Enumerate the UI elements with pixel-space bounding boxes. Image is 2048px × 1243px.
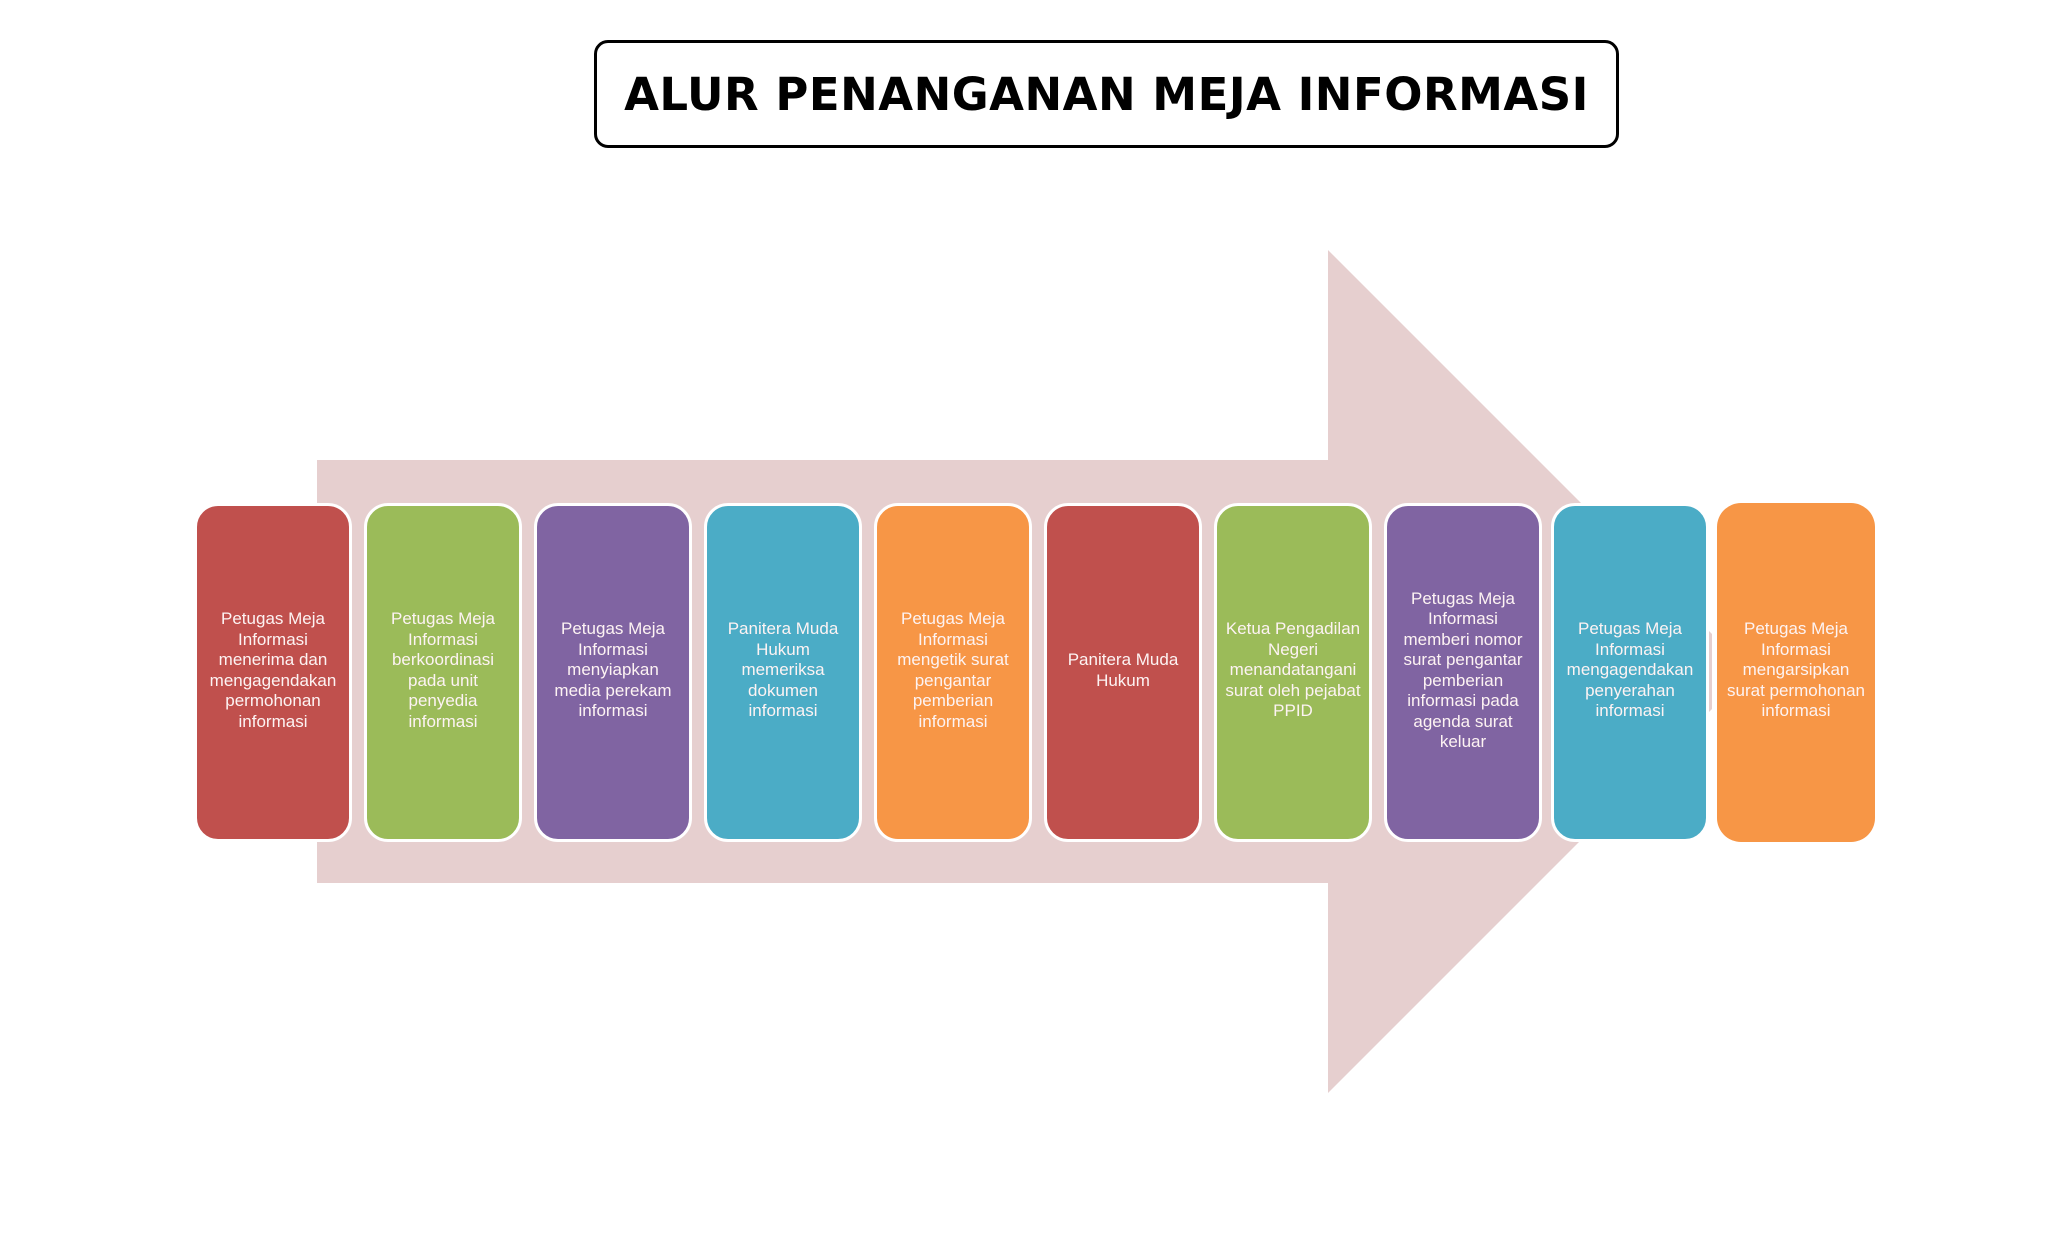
step-4-label: Panitera Muda Hukum memeriksa dokumen in… bbox=[727, 619, 839, 721]
title-box: ALUR PENANGANAN MEJA INFORMASI bbox=[594, 40, 1619, 148]
step-5-label: Petugas Meja Informasi mengetik surat pe… bbox=[897, 609, 1009, 731]
step-2: Petugas Meja Informasi berkoordinasi pad… bbox=[364, 503, 522, 842]
step-3: Petugas Meja Informasi menyiapkan media … bbox=[534, 503, 692, 842]
page-title: ALUR PENANGANAN MEJA INFORMASI bbox=[624, 67, 1589, 121]
step-8: Petugas Meja Informasi memberi nomor sur… bbox=[1384, 503, 1542, 842]
step-5: Petugas Meja Informasi mengetik surat pe… bbox=[874, 503, 1032, 842]
step-7-label: Ketua Pengadilan Negeri menandatangani s… bbox=[1225, 619, 1361, 721]
step-1-label: Petugas Meja Informasi menerima dan meng… bbox=[209, 609, 337, 731]
step-8-label: Petugas Meja Informasi memberi nomor sur… bbox=[1403, 588, 1523, 752]
step-3-label: Petugas Meja Informasi menyiapkan media … bbox=[554, 619, 672, 721]
step-9-label: Petugas Meja Informasi mengagendakan pen… bbox=[1566, 619, 1694, 721]
step-6: Panitera Muda Hukum bbox=[1044, 503, 1202, 842]
step-7: Ketua Pengadilan Negeri menandatangani s… bbox=[1214, 503, 1372, 842]
step-6-label: Panitera Muda Hukum bbox=[1067, 650, 1179, 690]
step-2-label: Petugas Meja Informasi berkoordinasi pad… bbox=[391, 609, 495, 731]
step-10-label: Petugas Meja Informasi mengarsipkan sura… bbox=[1727, 619, 1865, 721]
step-9: Petugas Meja Informasi mengagendakan pen… bbox=[1551, 503, 1709, 842]
step-10: Petugas Meja Informasi mengarsipkan sura… bbox=[1717, 503, 1875, 842]
step-4: Panitera Muda Hukum memeriksa dokumen in… bbox=[704, 503, 862, 842]
step-1: Petugas Meja Informasi menerima dan meng… bbox=[194, 503, 352, 842]
